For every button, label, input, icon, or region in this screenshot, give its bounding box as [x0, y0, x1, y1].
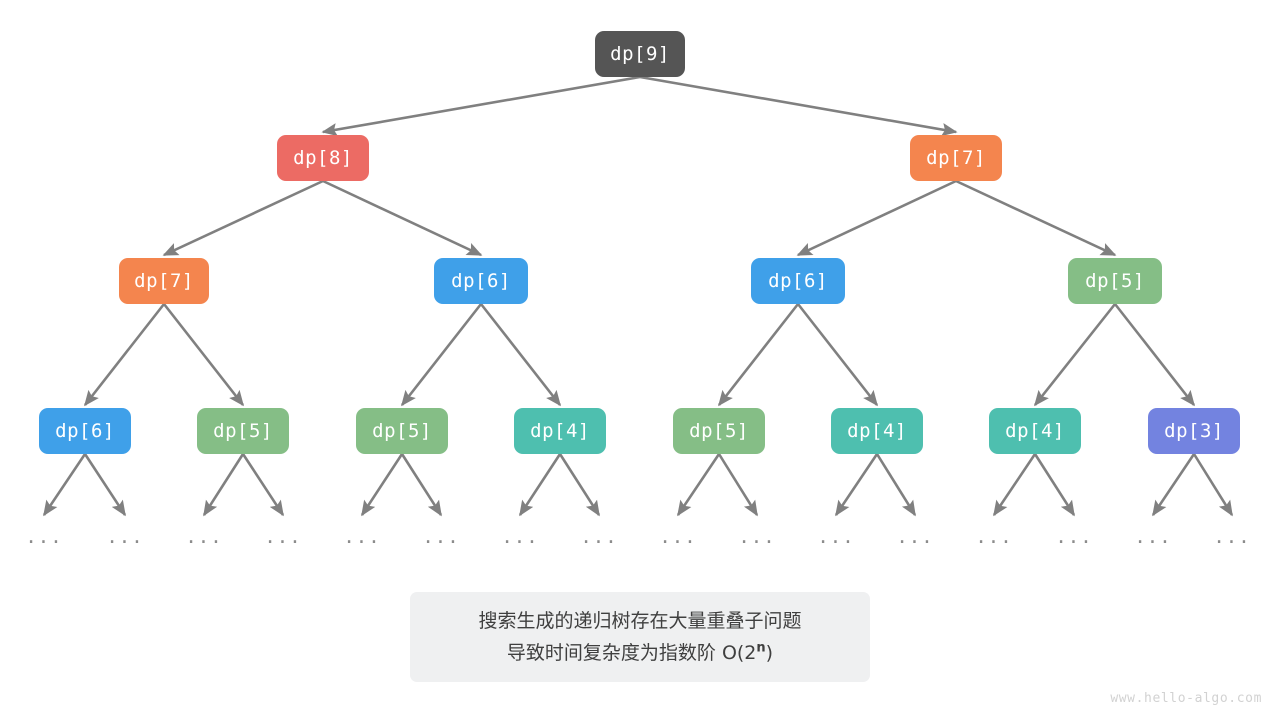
leaf-edge-7	[558, 453, 601, 517]
leaf-ellipsis: ...	[580, 526, 618, 548]
complexity-base: O(2	[721, 642, 757, 664]
edge-n5-to-n12	[796, 303, 879, 407]
edge-n0-to-n1	[321, 75, 641, 137]
tree-node-dp9-n0: dp[9]	[595, 31, 685, 77]
edge-n6-to-n14	[1113, 303, 1196, 407]
tree-node-label: dp[5]	[372, 420, 432, 442]
watermark: www.hello-algo.com	[1110, 691, 1262, 706]
tree-node-label: dp[5]	[213, 420, 273, 442]
complexity-close: )	[765, 642, 774, 664]
tree-node-dp8-n1: dp[8]	[277, 135, 369, 181]
leaf-ellipsis: ...	[422, 526, 460, 548]
caption-line-1: 搜索生成的递归树存在大量重叠子问题	[478, 610, 802, 632]
leaf-ellipsis: ...	[185, 526, 223, 548]
tree-node-label: dp[6]	[55, 420, 115, 442]
leaf-edges	[42, 453, 1234, 517]
leaf-edge-10	[834, 453, 879, 517]
edge-n3-to-n8	[162, 303, 245, 407]
leaf-edge-5	[400, 453, 443, 517]
leaf-ellipsis: ...	[659, 526, 697, 548]
leaf-edge-14	[1151, 453, 1196, 517]
tree-edges	[83, 75, 1196, 407]
caption-line-2: 导致时间复杂度为指数阶 O(2n)	[507, 639, 773, 667]
tree-node-label: dp[6]	[451, 270, 511, 292]
edge-n2-to-n6	[955, 179, 1117, 257]
tree-node-label: dp[9]	[610, 43, 670, 65]
tree-node-label: dp[7]	[926, 147, 986, 169]
leaf-ellipsis: ...	[343, 526, 381, 548]
leaf-edge-15	[1192, 453, 1234, 517]
tree-node-label: dp[6]	[768, 270, 828, 292]
tree-node-dp7-n2: dp[7]	[910, 135, 1002, 181]
leaf-ellipsis: ...	[501, 526, 539, 548]
tree-node-dp7-n3: dp[7]	[119, 258, 209, 304]
leaf-edge-13	[1033, 453, 1076, 517]
tree-node-dp6-n4: dp[6]	[434, 258, 528, 304]
caption-line-2-prefix: 导致时间复杂度为指数阶	[506, 642, 722, 664]
edge-n4-to-n9	[400, 303, 483, 407]
leaf-edge-1	[83, 453, 127, 517]
leaf-edge-4	[360, 453, 404, 517]
tree-node-label: dp[5]	[689, 420, 749, 442]
tree-node-dp5-n9: dp[5]	[356, 408, 448, 454]
leaf-ellipsis: ...	[896, 526, 934, 548]
complexity-expression: O(2n)	[722, 642, 773, 664]
leaf-ellipsis: ...	[1134, 526, 1172, 548]
leaf-edge-2	[202, 453, 245, 517]
complexity-exponent: n	[756, 640, 766, 656]
caption-box: 搜索生成的递归树存在大量重叠子问题 导致时间复杂度为指数阶 O(2n)	[410, 592, 870, 682]
leaf-ellipsis: ...	[1213, 526, 1251, 548]
tree-node-label: dp[3]	[1164, 420, 1224, 442]
tree-node-dp4-n13: dp[4]	[989, 408, 1081, 454]
leaf-ellipsis: ...	[738, 526, 776, 548]
tree-node-dp6-n5: dp[6]	[751, 258, 845, 304]
tree-node-dp4-n12: dp[4]	[831, 408, 923, 454]
tree-node-label: dp[8]	[293, 147, 353, 169]
tree-node-dp6-n7: dp[6]	[39, 408, 131, 454]
edge-n2-to-n5	[796, 179, 957, 257]
edge-n6-to-n13	[1033, 303, 1117, 407]
edge-n1-to-n4	[322, 179, 483, 257]
leaf-edge-8	[676, 453, 721, 517]
tree-node-dp5-n6: dp[5]	[1068, 258, 1162, 304]
tree-node-label: dp[4]	[530, 420, 590, 442]
leaf-ellipsis: ...	[817, 526, 855, 548]
edge-n5-to-n11	[717, 303, 800, 407]
tree-node-label: dp[7]	[134, 270, 194, 292]
tree-node-dp5-n8: dp[5]	[197, 408, 289, 454]
tree-node-label: dp[4]	[847, 420, 907, 442]
edge-n1-to-n3	[162, 179, 324, 257]
tree-node-dp3-n14: dp[3]	[1148, 408, 1240, 454]
leaf-edge-6	[518, 453, 562, 517]
tree-node-label: dp[5]	[1085, 270, 1145, 292]
leaf-ellipsis: ...	[264, 526, 302, 548]
edge-n4-to-n10	[479, 303, 562, 407]
tree-node-label: dp[4]	[1005, 420, 1065, 442]
leaf-edge-3	[241, 453, 285, 517]
leaf-ellipsis: ...	[106, 526, 144, 548]
edge-n0-to-n2	[639, 75, 958, 137]
leaf-ellipsis: ...	[25, 526, 63, 548]
leaf-ellipsis: ...	[975, 526, 1013, 548]
leaf-edge-11	[875, 453, 917, 517]
tree-node-dp5-n11: dp[5]	[673, 408, 765, 454]
leaf-ellipsis: ...	[1055, 526, 1093, 548]
edge-n3-to-n7	[83, 303, 166, 407]
tree-node-dp4-n10: dp[4]	[514, 408, 606, 454]
leaf-edge-9	[717, 453, 759, 517]
leaf-edge-0	[42, 453, 87, 517]
leaf-edge-12	[992, 453, 1037, 517]
